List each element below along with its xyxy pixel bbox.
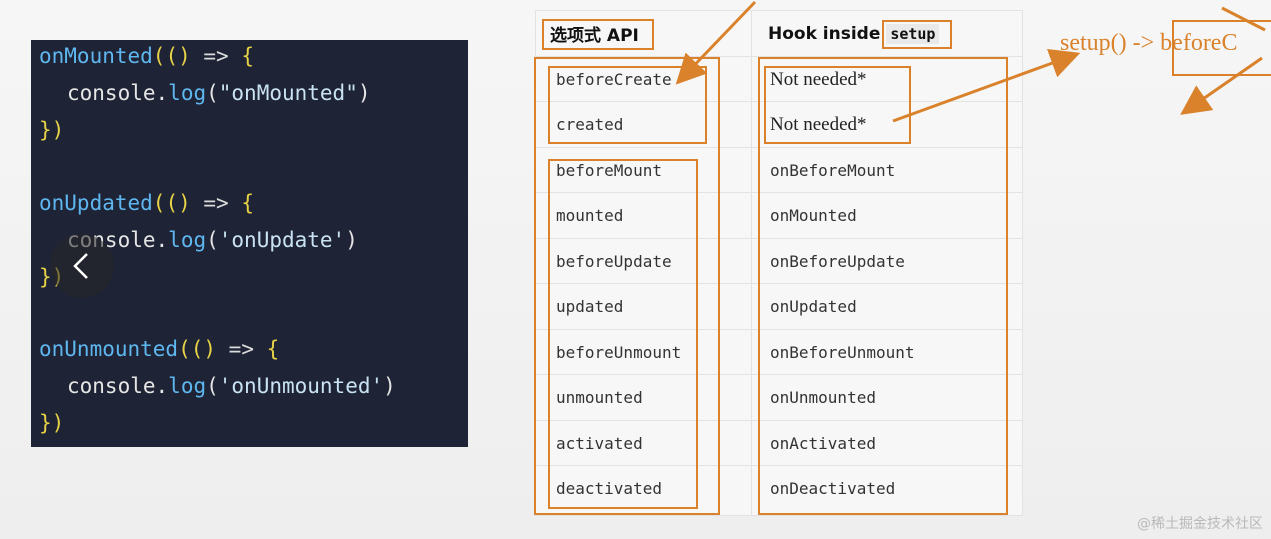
hook-cell: Not needed* [770, 68, 867, 90]
before-create-highlight-box [1172, 20, 1271, 76]
code-line: onMounted(() => { [39, 44, 254, 68]
arrow-operator: => [203, 44, 229, 68]
watermark: @稀土掘金技术社区 [1137, 516, 1263, 532]
table-row: updated onUpdated [536, 283, 1022, 329]
option-cell: beforeCreate [556, 70, 672, 89]
header-highlight-box [542, 19, 654, 50]
hook-name: onUnmounted [39, 337, 179, 361]
console-object: console [67, 374, 156, 398]
arrow-operator: => [203, 191, 229, 215]
log-argument: 'onUnmounted' [218, 374, 384, 398]
table-row: deactivated onDeactivated [536, 465, 1022, 511]
header-hook-setup: Hook inside setup [768, 11, 940, 56]
hook-cell: onMounted [770, 206, 857, 225]
chevron-left-icon [73, 253, 88, 279]
option-cell: beforeUnmount [556, 343, 682, 362]
back-button[interactable] [50, 234, 114, 298]
arrow-down-left [1180, 56, 1263, 115]
code-line: console.log("onMounted") [67, 81, 371, 105]
creation-hooks-box [548, 66, 707, 144]
option-cell: beforeMount [556, 161, 662, 180]
option-cell: unmounted [556, 388, 643, 407]
setup-highlight-box [882, 20, 952, 49]
option-cell: beforeUpdate [556, 252, 672, 271]
table-row: beforeMount onBeforeMount [536, 147, 1022, 193]
option-cell: activated [556, 434, 643, 453]
hook-cell: onUnmounted [770, 388, 876, 407]
closing-bracket: }) [39, 411, 65, 435]
table-row: activated onActivated [536, 420, 1022, 466]
setup-tag: setup [886, 23, 940, 44]
code-line: onUpdated(() => { [39, 191, 254, 215]
hook-name: onUpdated [39, 191, 153, 215]
hook-cell: onDeactivated [770, 479, 896, 498]
header-options-api: 选项式 API [550, 11, 639, 56]
option-cell: deactivated [556, 479, 662, 498]
mount-hooks-box [548, 159, 698, 509]
hook-cell: onUpdated [770, 297, 857, 316]
hook-cell: onBeforeMount [770, 161, 896, 180]
hook-cell: onBeforeUnmount [770, 343, 915, 362]
code-line: }) [39, 116, 64, 144]
arrow-top-right [1221, 6, 1266, 32]
table-row: beforeUnmount onBeforeUnmount [536, 329, 1022, 375]
table-row: beforeUpdate onBeforeUpdate [536, 238, 1022, 284]
table-row: beforeCreate Not needed* [536, 56, 1022, 102]
table-row: unmounted onUnmounted [536, 374, 1022, 420]
log-argument: 'onUpdate' [218, 228, 346, 252]
code-line: console.log('onUnmounted') [67, 374, 396, 398]
not-needed-box [764, 66, 911, 144]
arrow-to-setup [892, 49, 1081, 123]
options-column-box [534, 57, 720, 515]
header-label: Hook inside [768, 23, 881, 44]
hook-cell: onActivated [770, 434, 876, 453]
log-argument: "onMounted" [218, 81, 358, 105]
console-method: log [168, 374, 207, 398]
hook-cell: Not needed* [770, 113, 867, 135]
lifecycle-table: 选项式 API Hook inside setup beforeCreate N… [534, 10, 1023, 516]
header-label: 选项式 API [550, 26, 639, 46]
column-divider [751, 11, 752, 515]
table-row: created Not needed* [536, 101, 1022, 147]
console-method: log [168, 81, 207, 105]
hooks-column-box [758, 57, 1008, 515]
option-cell: created [556, 115, 624, 134]
arrow-to-before-create [675, 0, 757, 85]
hook-cell: onBeforeUpdate [770, 252, 905, 271]
hook-name: onMounted [39, 44, 153, 68]
option-cell: updated [556, 297, 624, 316]
code-line: onUnmounted(() => { [39, 337, 280, 361]
console-object: console [67, 81, 156, 105]
table-row: mounted onMounted [536, 192, 1022, 238]
option-cell: mounted [556, 206, 624, 225]
code-line: }) [39, 409, 64, 437]
console-method: log [168, 228, 207, 252]
arrow-operator: => [228, 337, 254, 361]
closing-bracket: }) [39, 118, 65, 142]
